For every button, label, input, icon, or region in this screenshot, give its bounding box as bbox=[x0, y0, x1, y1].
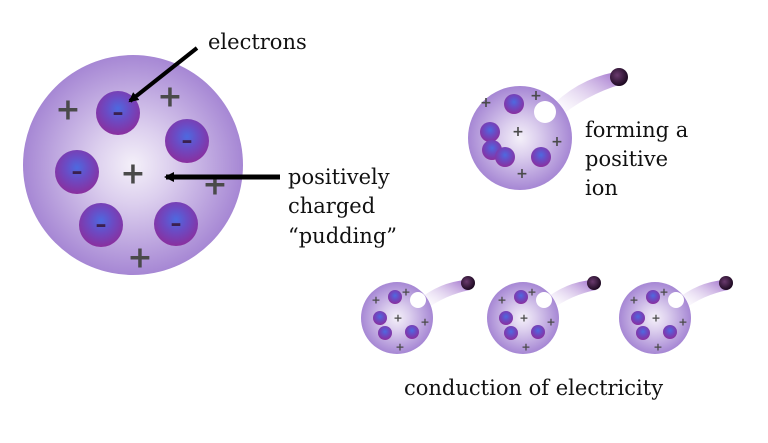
electron-trail bbox=[676, 280, 728, 310]
plus-sign: + bbox=[551, 134, 563, 150]
ion-label-line1: forming a bbox=[585, 118, 689, 142]
pudding-label-line3: “pudding” bbox=[288, 224, 398, 248]
svg-text:+: + bbox=[395, 341, 404, 354]
electron bbox=[514, 290, 528, 304]
electron bbox=[663, 325, 677, 339]
electron: – bbox=[165, 119, 209, 163]
electron: – bbox=[79, 203, 123, 247]
pudding-label-line1: positively bbox=[288, 165, 390, 189]
electron bbox=[646, 290, 660, 304]
svg-text:+: + bbox=[659, 286, 668, 299]
electron-hole bbox=[668, 292, 684, 308]
electron-trail bbox=[544, 280, 596, 310]
svg-text:–: – bbox=[72, 160, 83, 185]
free-electron bbox=[719, 276, 733, 290]
svg-text:+: + bbox=[521, 341, 530, 354]
ion-label-line2: positive bbox=[585, 147, 669, 171]
positive-ion-atom: + + + + + bbox=[468, 68, 628, 190]
svg-text:–: – bbox=[96, 213, 107, 238]
svg-text:+: + bbox=[527, 286, 536, 299]
electron bbox=[531, 325, 545, 339]
electron bbox=[378, 326, 392, 340]
plus-sign: + bbox=[516, 166, 528, 182]
svg-text:+: + bbox=[653, 341, 662, 354]
free-electron bbox=[610, 68, 628, 86]
svg-text:+: + bbox=[546, 316, 555, 329]
electron bbox=[631, 311, 645, 325]
plus-sign: + bbox=[55, 93, 80, 128]
electron-trail bbox=[548, 72, 622, 120]
electron bbox=[504, 94, 524, 114]
free-electron bbox=[587, 276, 601, 290]
electrons-arrow bbox=[128, 46, 199, 103]
conduction-atom: + + + + + bbox=[487, 276, 601, 354]
electron bbox=[405, 325, 419, 339]
pudding-label-line2: charged bbox=[288, 194, 376, 218]
electron bbox=[388, 290, 402, 304]
plus-sign: + bbox=[512, 124, 524, 140]
svg-text:+: + bbox=[651, 312, 660, 325]
electrons-label: electrons bbox=[208, 30, 307, 54]
main-atom: + + + + + – – – – – bbox=[23, 55, 243, 276]
plus-sign: + bbox=[120, 157, 145, 192]
plus-sign: + bbox=[157, 80, 182, 115]
ion-label-line3: ion bbox=[585, 176, 618, 200]
electron-hole bbox=[536, 292, 552, 308]
svg-text:–: – bbox=[113, 101, 124, 126]
electron bbox=[636, 326, 650, 340]
svg-text:+: + bbox=[629, 294, 638, 307]
electron bbox=[373, 311, 387, 325]
electron bbox=[531, 147, 551, 167]
electron: – bbox=[55, 150, 99, 194]
conduction-atom: + + + + + bbox=[361, 276, 475, 354]
electron bbox=[480, 122, 500, 142]
svg-text:+: + bbox=[371, 294, 380, 307]
electron bbox=[495, 147, 515, 167]
free-electron bbox=[461, 276, 475, 290]
electron: – bbox=[154, 202, 198, 246]
svg-text:+: + bbox=[497, 294, 506, 307]
conduction-atom: + + + + + bbox=[619, 276, 733, 354]
plus-sign: + bbox=[127, 241, 152, 276]
svg-text:–: – bbox=[171, 212, 182, 237]
electron-hole bbox=[410, 292, 426, 308]
plus-sign: + bbox=[480, 95, 492, 111]
electron bbox=[499, 311, 513, 325]
electron-trail bbox=[418, 280, 470, 310]
svg-text:–: – bbox=[182, 129, 193, 154]
svg-text:+: + bbox=[678, 316, 687, 329]
electron-hole bbox=[534, 101, 556, 123]
plus-sign: + bbox=[202, 168, 227, 203]
electron bbox=[504, 326, 518, 340]
svg-text:+: + bbox=[519, 312, 528, 325]
svg-text:+: + bbox=[393, 312, 402, 325]
svg-text:+: + bbox=[420, 316, 429, 329]
conduction-label: conduction of electricity bbox=[404, 376, 664, 400]
plus-sign: + bbox=[530, 88, 542, 104]
svg-text:+: + bbox=[401, 286, 410, 299]
